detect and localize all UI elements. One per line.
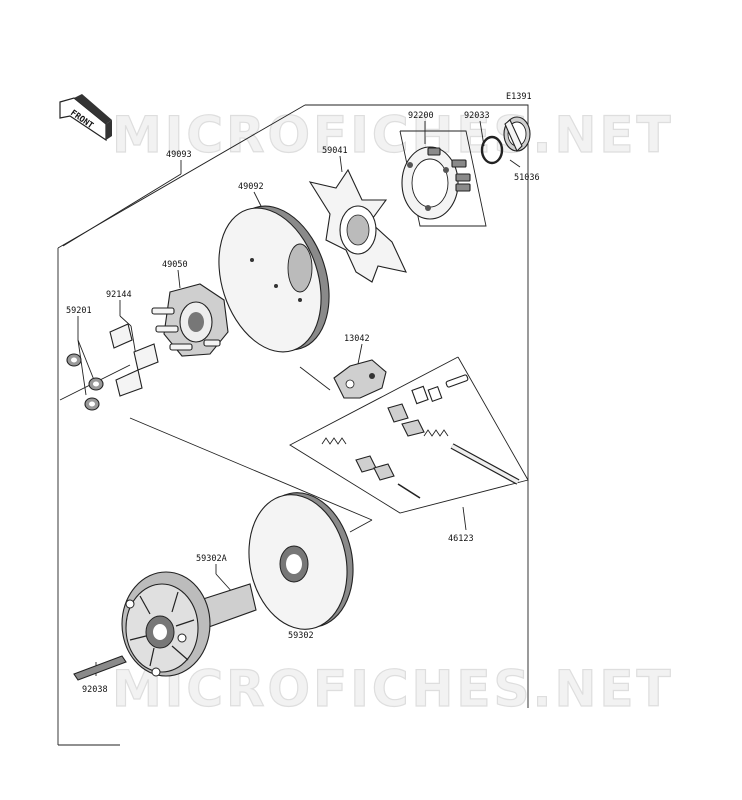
callout-46123: 46123: [448, 534, 474, 544]
callout-59041: 59041: [322, 146, 348, 156]
assembly-outline: [305, 104, 529, 708]
callout-49092: 49092: [238, 182, 264, 192]
sheave-49092: [218, 205, 330, 353]
washers-59201: [66, 353, 104, 411]
rollers-92144: [109, 323, 159, 397]
bracket-46123: [289, 356, 529, 514]
arm-13042: [333, 359, 387, 399]
callout-59302A: 59302A: [196, 554, 227, 564]
ring-92033: [480, 135, 504, 165]
callout-13042: 13042: [344, 334, 370, 344]
kit-46123: [321, 374, 520, 499]
callout-49050: 49050: [162, 260, 188, 270]
watermark-top: MICROFICHES.NET: [112, 106, 674, 164]
watermark-bottom: MICROFICHES.NET: [112, 660, 674, 718]
callout-92144: 92144: [106, 290, 132, 300]
shaft-59302A: [121, 571, 257, 677]
callout-92038: 92038: [82, 685, 108, 695]
key-92038: [73, 655, 127, 681]
callout-51036: 51036: [514, 173, 540, 183]
callout-59201: 59201: [66, 306, 92, 316]
callout-49093: 49093: [166, 150, 192, 160]
spider-59041: [308, 168, 407, 283]
callout-92033: 92033: [464, 111, 490, 121]
hub-49050: [151, 283, 229, 357]
callout-92200: 92200: [408, 111, 434, 121]
ref-code: E1391: [506, 92, 532, 102]
plate-92200: [401, 146, 471, 220]
sheave-59302: [248, 492, 354, 630]
front-arrow-icon: FRONT: [59, 94, 112, 142]
bushing-51036: [503, 116, 531, 152]
callout-59302: 59302: [288, 631, 314, 641]
